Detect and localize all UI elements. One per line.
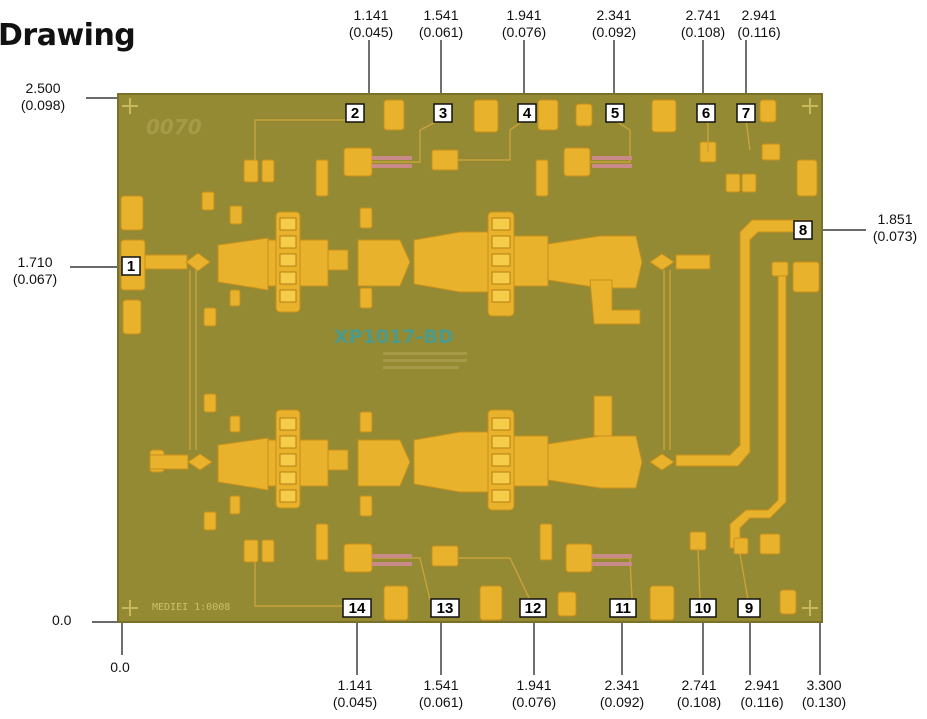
top-dim-pad3: 1.541(0.061): [418, 7, 464, 40]
pad-label-12: 12: [519, 598, 547, 618]
pad-3-number: 3: [439, 105, 447, 122]
page-title: Drawing: [0, 18, 136, 53]
bottom-dim-pad14: 1.141(0.045): [332, 677, 378, 710]
gold-metallization: [120, 99, 820, 621]
bottom-dim-pad12: 1.941(0.076): [511, 677, 557, 710]
top-dim-pad6: 2.741(0.108): [680, 7, 726, 40]
pad-1-number: 1: [127, 258, 135, 275]
bottom-dim-pad13: 1.541(0.061): [418, 677, 464, 710]
pad-label-4: 4: [517, 103, 537, 123]
die-marking-label: 0070: [146, 115, 202, 139]
pad-label-10: 10: [689, 598, 717, 618]
pad-label-7: 7: [736, 103, 756, 123]
pad-8-number: 8: [799, 222, 807, 239]
pad-label-14: 14: [342, 598, 372, 618]
die-fine-text: [383, 352, 467, 369]
bottom-dim-pad9: 2.941(0.116): [740, 677, 784, 710]
thin-traces: [189, 108, 751, 607]
dimension-lines: [70, 40, 866, 675]
pad-9-number: 9: [745, 600, 753, 617]
pad-10-number: 10: [695, 600, 712, 617]
pad-label-13: 13: [430, 598, 460, 618]
die-substrate: [118, 94, 822, 622]
top-dim-pad2: 1.141(0.045): [348, 7, 394, 40]
transistor-fingers: [279, 217, 511, 503]
bottom-dim-right-edge: 3.300(0.130): [801, 677, 847, 710]
pad-label-8: 8: [793, 220, 813, 240]
pad-6-number: 6: [702, 105, 710, 122]
left-dim-top: 2.500(0.098): [20, 80, 66, 113]
bottom-dim-pad10: 2.741(0.108): [676, 677, 722, 710]
die-code-label: MEDIEI 1:0008: [152, 602, 230, 613]
pad-label-3: 3: [433, 103, 453, 123]
alignment-marks: [122, 98, 818, 616]
origin-x-label: 0.0: [110, 659, 130, 675]
pad-label-2: 2: [345, 103, 365, 123]
top-dim-pad4: 1.941(0.076): [501, 7, 547, 40]
pad-labels: 1 2 3 4 5 6 7 8 9 10 11 12 13 14: [121, 103, 813, 618]
pad-label-5: 5: [605, 103, 625, 123]
origin-y-label: 0.0: [52, 612, 72, 628]
bottom-dim-pad11: 2.341(0.092): [599, 677, 645, 710]
pad-5-number: 5: [611, 105, 619, 122]
resistor-stripes: [372, 156, 632, 566]
pad-11-number: 11: [615, 600, 631, 617]
pad-label-1: 1: [121, 256, 141, 276]
left-dim-pad1: 1.710(0.067): [12, 254, 58, 287]
pad-4-number: 4: [523, 105, 532, 122]
pad-12-number: 12: [525, 600, 542, 617]
pad-13-number: 13: [437, 600, 454, 617]
pad-2-number: 2: [351, 105, 359, 122]
pad-label-6: 6: [696, 103, 716, 123]
right-dim-pad8: 1.851(0.073): [872, 211, 918, 244]
top-dim-pad7: 2.941(0.116): [737, 7, 781, 40]
pad-7-number: 7: [742, 105, 750, 122]
pad-label-11: 11: [609, 598, 637, 618]
pad-label-9: 9: [737, 598, 761, 618]
top-dim-pad5: 2.341(0.092): [591, 7, 637, 40]
part-number-label: XP1017-BD: [334, 326, 454, 348]
pad-14-number: 14: [349, 600, 366, 617]
